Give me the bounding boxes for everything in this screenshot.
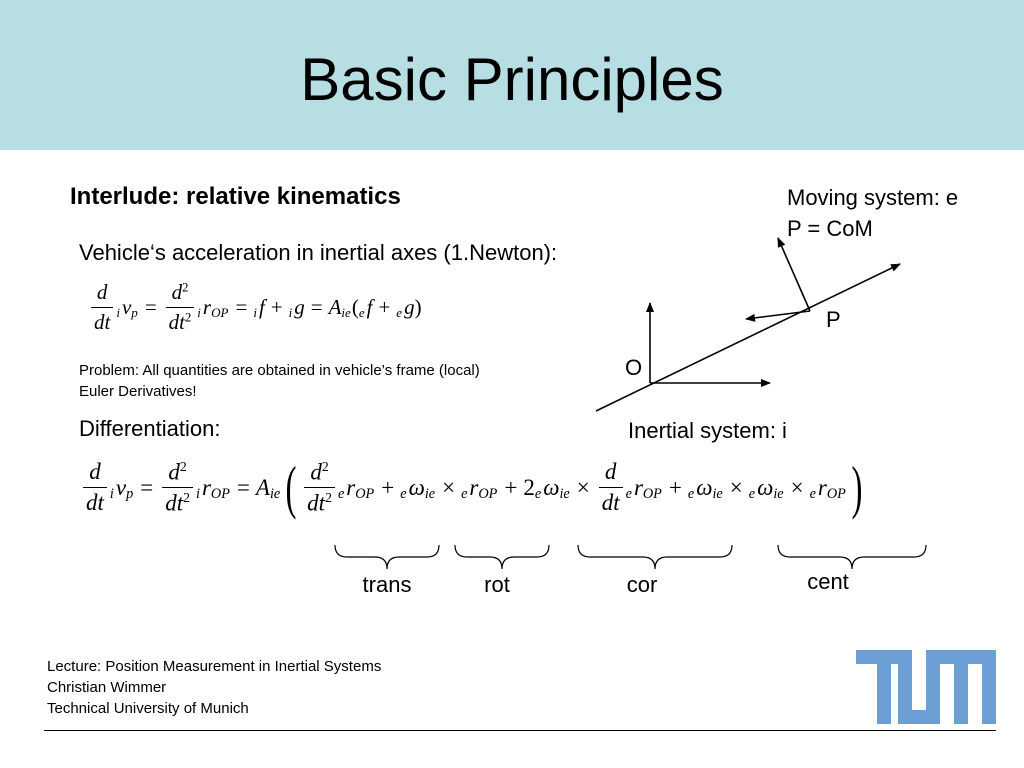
position-vector bbox=[595, 263, 901, 412]
inertial-system-label: Inertial system: i bbox=[628, 418, 787, 443]
footer-text: Lecture: Position Measurement in Inertia… bbox=[47, 656, 381, 719]
point-o-label: O bbox=[625, 355, 643, 380]
moving-axis-left bbox=[745, 310, 811, 322]
com-text: P = CoM bbox=[787, 216, 873, 241]
brace-rot bbox=[454, 544, 550, 570]
brace-label-trans: trans bbox=[362, 572, 412, 597]
title-bar bbox=[0, 0, 1024, 150]
moving-system-text: Moving system: e bbox=[787, 185, 959, 210]
differentiation-label: Differentiation: bbox=[79, 416, 221, 441]
tum-logo-icon bbox=[856, 650, 996, 724]
brace-label-rot: rot bbox=[484, 572, 510, 597]
moving-system-label: Moving system: e P = CoM bbox=[787, 182, 958, 244]
problem-text: Problem: All quantities are obtained in … bbox=[79, 360, 480, 402]
brace-trans bbox=[334, 544, 440, 570]
subtitle: Interlude: relative kinematics bbox=[70, 183, 401, 210]
footer-university: Technical University of Munich bbox=[47, 700, 249, 717]
point-p-label: P bbox=[826, 307, 841, 332]
problem-line-1: Problem: All quantities are obtained in … bbox=[79, 362, 480, 379]
footer-author: Christian Wimmer bbox=[47, 679, 167, 696]
brace-label-cent: cent bbox=[807, 569, 849, 594]
brace-cent bbox=[777, 544, 927, 570]
brace-label-cor: cor bbox=[626, 572, 658, 597]
slide-title: Basic Principles bbox=[300, 46, 724, 113]
moving-axis-up bbox=[777, 237, 811, 312]
problem-line-2: Euler Derivatives! bbox=[79, 383, 197, 400]
footer-divider bbox=[44, 730, 996, 731]
brace-cor bbox=[577, 544, 733, 570]
acceleration-text: Vehicle‘s acceleration in inertial axes … bbox=[79, 240, 558, 265]
footer-lecture: Lecture: Position Measurement in Inertia… bbox=[47, 658, 382, 675]
